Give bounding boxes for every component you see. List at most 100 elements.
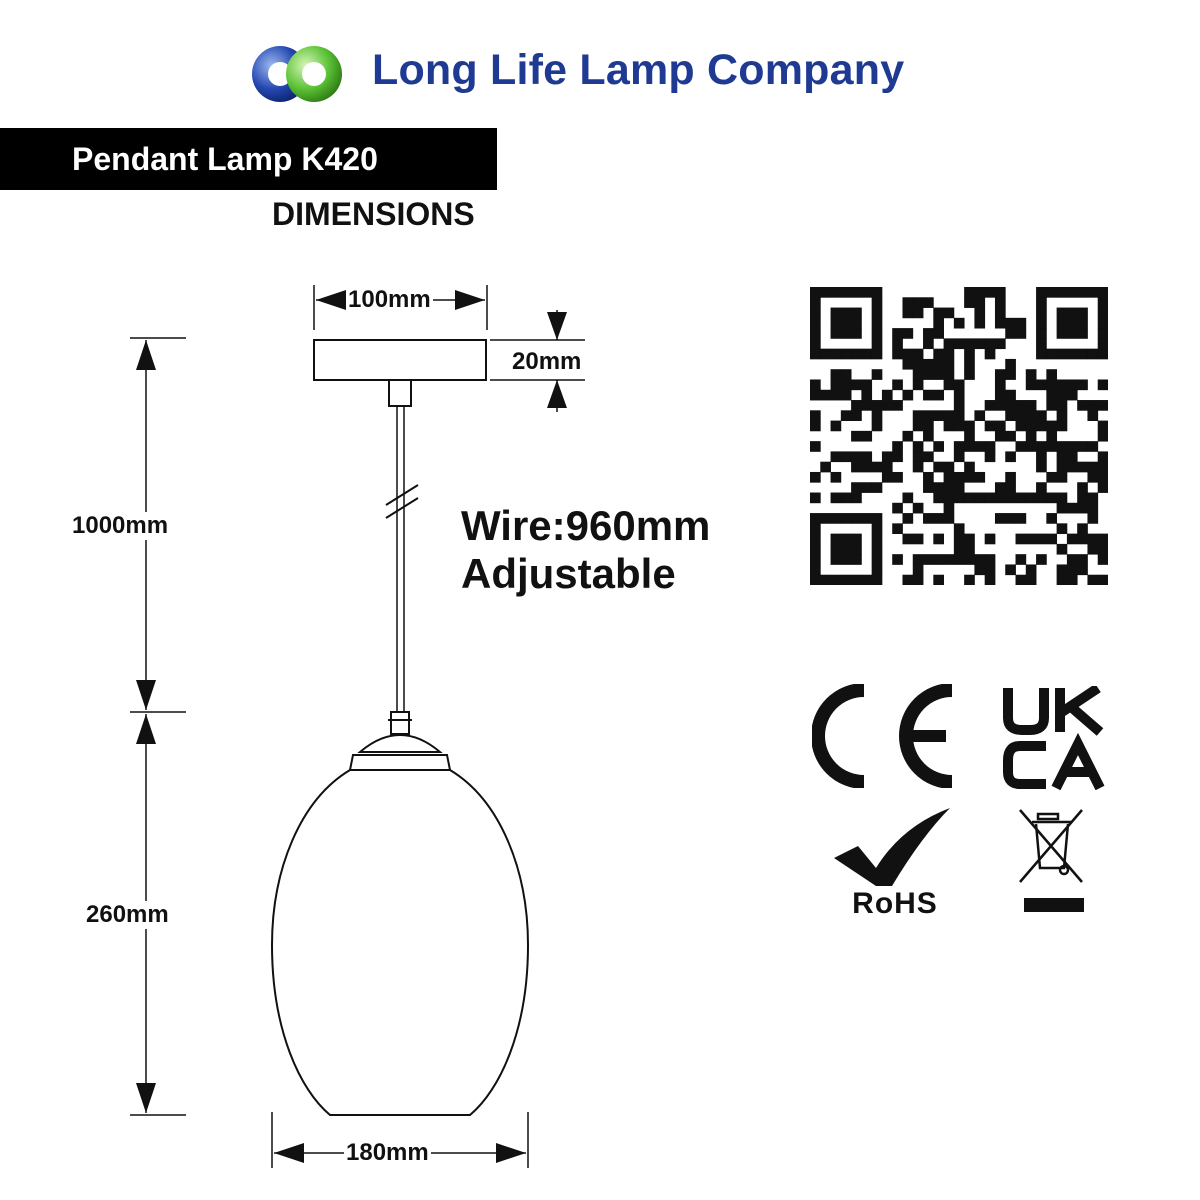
qr-module xyxy=(984,420,996,432)
qr-module xyxy=(943,482,955,493)
qr-module xyxy=(1056,389,1068,401)
qr-module xyxy=(810,348,821,360)
qr-module xyxy=(923,554,934,565)
qr-module xyxy=(892,338,903,350)
qr-module xyxy=(953,379,965,391)
qr-module xyxy=(820,389,831,401)
qr-module xyxy=(953,338,965,350)
qr-module xyxy=(994,482,1006,493)
product-title: Pendant Lamp K420 xyxy=(72,141,378,177)
qr-module xyxy=(994,379,1006,391)
qr-module xyxy=(902,513,914,524)
qr-module xyxy=(923,358,934,370)
qr-module xyxy=(1066,554,1078,565)
qr-module xyxy=(964,369,975,380)
qr-module xyxy=(1056,287,1068,298)
qr-module xyxy=(1036,348,1047,360)
qr-module xyxy=(1066,533,1078,545)
qr-module xyxy=(902,430,914,442)
qr-module xyxy=(912,410,924,421)
qr-module xyxy=(1097,400,1108,411)
qr-module xyxy=(1077,502,1088,514)
qr-module xyxy=(943,513,955,524)
qr-module xyxy=(1025,492,1037,504)
qr-module xyxy=(861,287,873,298)
qr-module xyxy=(1097,482,1108,493)
title-bar: Pendant Lamp K420 xyxy=(0,128,497,190)
qr-module xyxy=(1036,287,1047,298)
qr-module xyxy=(974,317,986,329)
qr-module xyxy=(984,441,996,452)
qr-module xyxy=(830,554,842,565)
qr-module xyxy=(871,369,883,380)
qr-module xyxy=(1077,348,1088,360)
qr-module xyxy=(1005,389,1016,401)
qr-module xyxy=(1097,328,1108,339)
qr-module xyxy=(851,574,862,585)
qr-module xyxy=(912,574,924,585)
qr-module xyxy=(1025,430,1037,442)
qr-module xyxy=(984,348,996,360)
qr-module xyxy=(933,328,944,339)
qr-module xyxy=(871,297,883,308)
qr-module xyxy=(851,513,862,524)
arrowhead xyxy=(316,290,346,310)
qr-module xyxy=(984,451,996,463)
arrowhead xyxy=(547,312,567,340)
qr-module xyxy=(1087,492,1099,504)
qr-module xyxy=(1077,379,1088,391)
wire-adjustable-text: Adjustable xyxy=(461,550,676,597)
qr-module xyxy=(1046,348,1058,360)
qr-module xyxy=(1097,471,1108,483)
qr-module xyxy=(1005,317,1016,329)
qr-module xyxy=(851,400,862,411)
shade-width-label: 180mm xyxy=(344,1139,431,1167)
qr-module xyxy=(902,574,914,585)
qr-module xyxy=(810,492,821,504)
qr-module xyxy=(943,358,955,370)
qr-module xyxy=(974,307,986,319)
qr-module xyxy=(840,543,852,555)
ce-mark xyxy=(812,684,953,788)
qr-module xyxy=(1046,400,1058,411)
qr-module xyxy=(871,554,883,565)
qr-module xyxy=(1015,492,1027,504)
qr-module xyxy=(994,389,1006,401)
qr-module xyxy=(1025,410,1037,421)
qr-module xyxy=(1056,471,1068,483)
qr-module xyxy=(1087,471,1099,483)
qr-module xyxy=(1005,369,1016,380)
qr-module xyxy=(1056,574,1068,585)
qr-module xyxy=(1066,502,1078,514)
qr-module xyxy=(923,297,934,308)
qr-module xyxy=(943,338,955,350)
qr-module xyxy=(1005,513,1016,524)
qr-module xyxy=(1097,420,1108,432)
qr-module xyxy=(892,328,903,339)
section-subtitle: DIMENSIONS xyxy=(272,196,475,232)
qr-module xyxy=(1077,554,1088,565)
qr-module xyxy=(994,430,1006,442)
qr-module xyxy=(1066,307,1078,319)
qr-module xyxy=(1056,348,1068,360)
qr-module xyxy=(840,513,852,524)
qr-module xyxy=(1097,338,1108,350)
qr-module xyxy=(1036,482,1047,493)
qr-module xyxy=(1077,492,1088,504)
qr-module xyxy=(830,287,842,298)
qr-module xyxy=(1087,348,1099,360)
arrowhead xyxy=(136,714,156,744)
qr-module xyxy=(810,523,821,535)
qr-module xyxy=(861,513,873,524)
qr-module xyxy=(810,533,821,545)
qr-module xyxy=(1097,379,1108,391)
qr-module xyxy=(810,338,821,350)
qr-module xyxy=(923,389,934,401)
qr-module xyxy=(840,451,852,463)
qr-module xyxy=(892,348,903,360)
qr-module xyxy=(994,492,1006,504)
qr-module xyxy=(810,513,821,524)
qr-module xyxy=(984,287,996,298)
qr-module xyxy=(1077,317,1088,329)
qr-module xyxy=(964,533,975,545)
